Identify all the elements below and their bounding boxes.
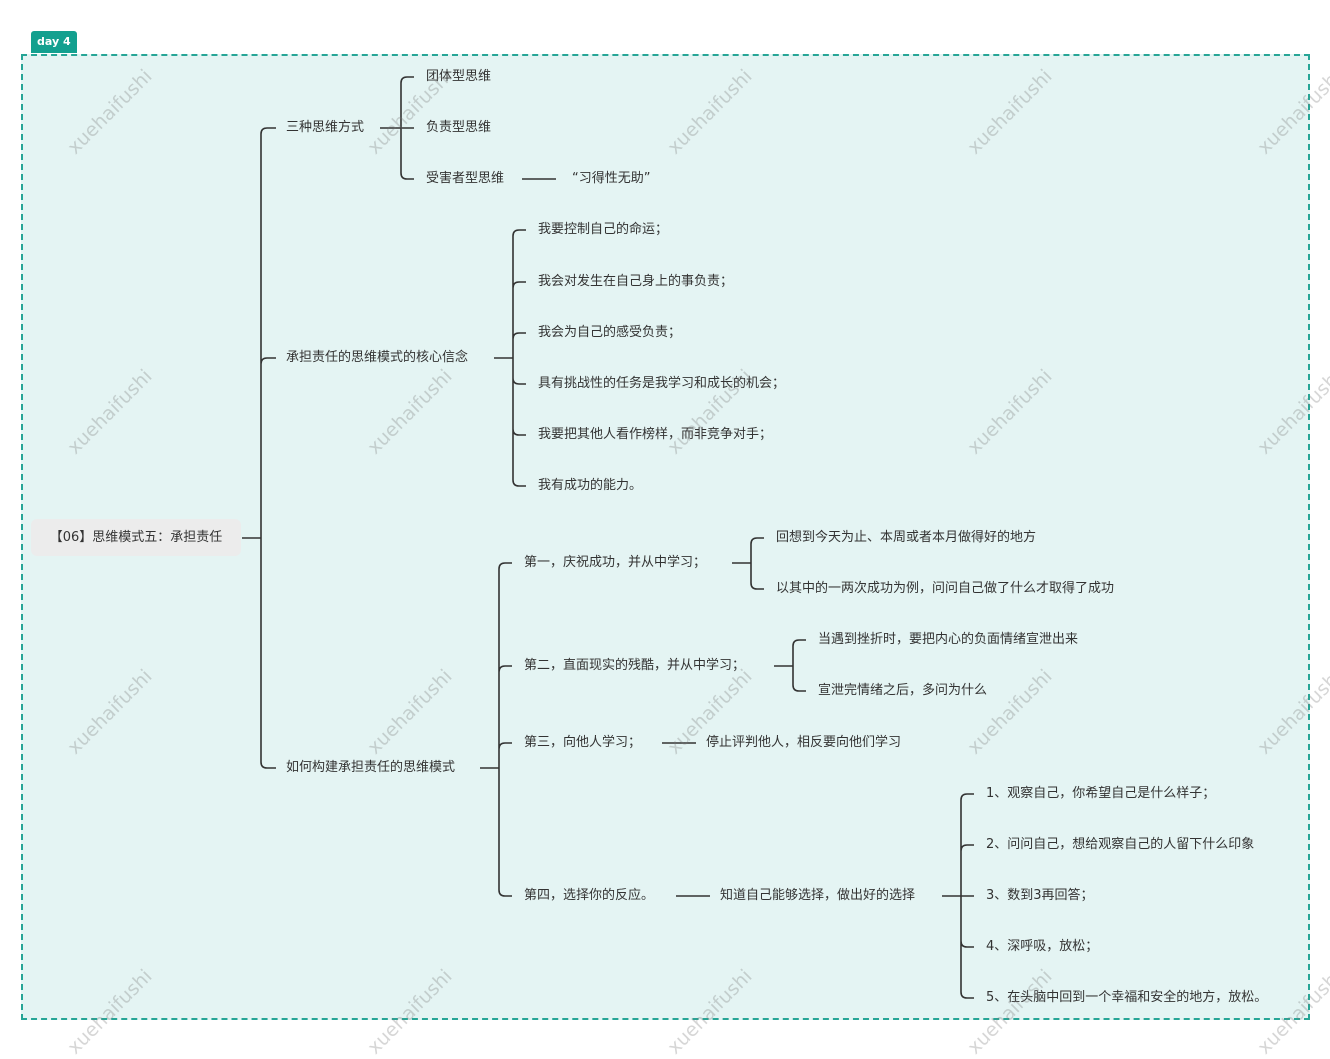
- topic-team-thinking[interactable]: 团体型思维: [426, 69, 492, 84]
- belief-item[interactable]: 我要控制自己的命运；: [538, 222, 669, 237]
- tip-item[interactable]: 5、在头脑中回到一个幸福和安全的地方，放松。: [986, 990, 1268, 1005]
- belief-item[interactable]: 我要把其他人看作榜样，而非竞争对手；: [538, 427, 773, 442]
- branch-core-beliefs[interactable]: 承担责任的思维模式的核心信念: [286, 350, 469, 365]
- tip-item[interactable]: 2、问问自己，想给观察自己的人留下什么印象: [986, 837, 1255, 852]
- topic-responsible-thinking[interactable]: 负责型思维: [426, 120, 492, 135]
- step-third[interactable]: 第三，向他人学习；: [524, 735, 642, 750]
- tip-item[interactable]: 1、观察自己，你希望自己是什么样子；: [986, 786, 1216, 801]
- tip-item[interactable]: 3、数到3再回答；: [986, 888, 1094, 903]
- step-fourth-detail[interactable]: 知道自己能够选择，做出好的选择: [720, 888, 916, 903]
- day-tag: day 4: [31, 31, 77, 53]
- step-first-detail[interactable]: 回想到今天为止、本周或者本月做得好的地方: [776, 530, 1037, 545]
- step-second-detail[interactable]: 当遇到挫折时，要把内心的负面情绪宣泄出来: [818, 632, 1079, 647]
- step-first-detail[interactable]: 以其中的一两次成功为例，问问自己做了什么才取得了成功: [776, 581, 1115, 596]
- tip-item[interactable]: 4、深呼吸，放松；: [986, 939, 1099, 954]
- belief-item[interactable]: 我会对发生在自己身上的事负责；: [538, 274, 734, 289]
- step-fourth[interactable]: 第四，选择你的反应。: [524, 888, 655, 903]
- belief-item[interactable]: 我会为自己的感受负责；: [538, 325, 682, 340]
- root-topic[interactable]: 【06】思维模式五：承担责任: [31, 519, 241, 556]
- step-second-detail[interactable]: 宣泄完情绪之后，多问为什么: [818, 683, 988, 698]
- belief-item[interactable]: 具有挑战性的任务是我学习和成长的机会；: [538, 376, 786, 391]
- step-second[interactable]: 第二，直面现实的残酷，并从中学习；: [524, 658, 746, 673]
- step-third-detail[interactable]: 停止评判他人，相反要向他们学习: [706, 735, 902, 750]
- branch-three-thinking-modes[interactable]: 三种思维方式: [286, 120, 365, 135]
- branch-how-to-build[interactable]: 如何构建承担责任的思维模式: [286, 760, 456, 775]
- topic-learned-helplessness[interactable]: “习得性无助”: [572, 171, 651, 186]
- step-first[interactable]: 第一，庆祝成功，并从中学习；: [524, 555, 707, 570]
- belief-item[interactable]: 我有成功的能力。: [538, 478, 643, 493]
- topic-victim-thinking[interactable]: 受害者型思维: [426, 171, 505, 186]
